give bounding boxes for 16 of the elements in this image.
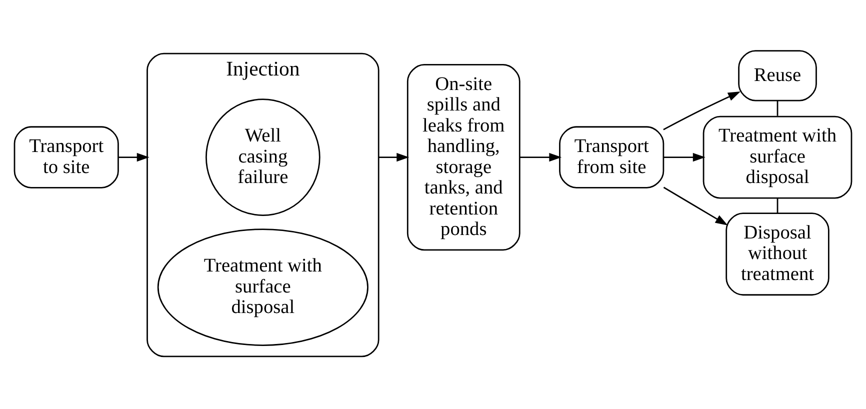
node-box: Disposal without treatment (726, 212, 830, 296)
arrow (118, 152, 150, 162)
arrow (663, 90, 741, 130)
node-ellipse: Treatment with surface disposal (157, 228, 368, 346)
node-box: On-site spills and leaks from handling, storage tanks, and retention ponds (406, 63, 520, 250)
arrow (663, 186, 728, 225)
node-box: Reuse (738, 50, 817, 101)
node-box: Transport from site (559, 126, 664, 188)
node-box: Treatment with surface disposal (702, 115, 852, 198)
connector (776, 100, 778, 116)
node-box: Transport to site (14, 126, 119, 188)
node-circle: Well casing failure (206, 98, 320, 216)
arrow (664, 152, 706, 162)
arrow (378, 152, 410, 162)
connector (776, 198, 778, 213)
arrow (520, 152, 562, 162)
